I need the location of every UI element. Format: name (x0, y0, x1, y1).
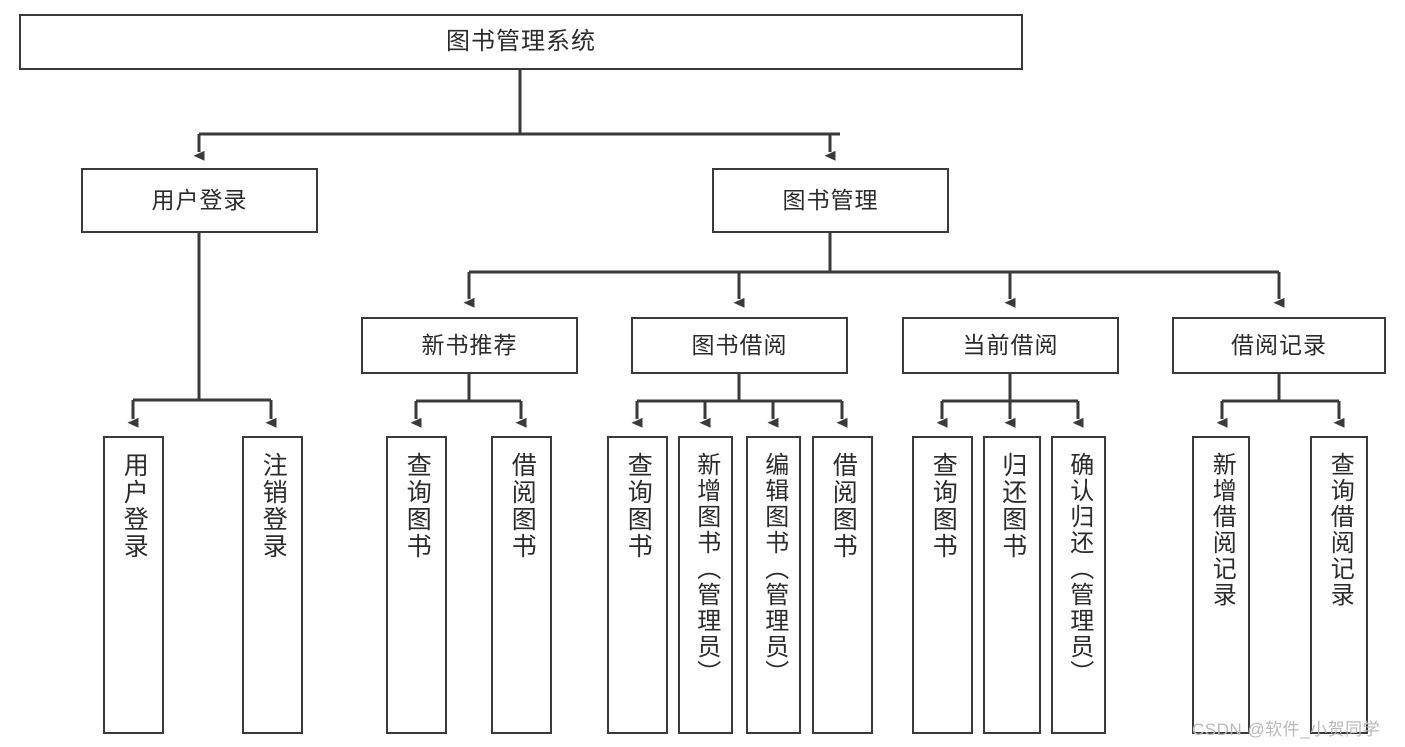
leaf-confirm-return[interactable]: 确认归还（管理员） (1051, 436, 1106, 734)
node-label: 新书推荐 (421, 331, 518, 358)
node-label: 确认归还（管理员） (1065, 452, 1093, 686)
node-user-login[interactable]: 用户登录 (81, 168, 318, 233)
node-label: 查询借阅记录 (1326, 452, 1354, 608)
node-label: 借阅图书 (508, 452, 537, 560)
node-label: 用户登录 (120, 452, 149, 560)
node-label: 用户登录 (151, 186, 248, 213)
node-label: 当前借阅 (962, 331, 1059, 358)
node-label: 注销登录 (259, 452, 288, 560)
node-label: 借阅图书 (829, 452, 858, 560)
leaf-borrow-book-borrow[interactable]: 借阅图书 (812, 436, 873, 734)
node-label: 借阅记录 (1231, 331, 1327, 358)
node-label: 查询图书 (624, 452, 653, 560)
node-book-manage[interactable]: 图书管理 (712, 168, 949, 233)
leaf-edit-book[interactable]: 编辑图书（管理员） (746, 436, 801, 734)
node-label: 图书管理 (782, 186, 879, 213)
node-label: 查询图书 (403, 452, 432, 560)
leaf-query-borrow-record[interactable]: 查询借阅记录 (1310, 436, 1368, 734)
node-root-system[interactable]: 图书管理系统 (19, 14, 1023, 70)
node-book-borrow[interactable]: 图书借阅 (631, 317, 848, 374)
node-label: 图书借阅 (691, 331, 788, 358)
leaf-borrow-book-new-rec[interactable]: 借阅图书 (491, 436, 552, 734)
watermark-credit: CSDN @软件_小贺同学 (1192, 720, 1381, 739)
leaf-add-borrow-record[interactable]: 新增借阅记录 (1192, 436, 1250, 734)
leaf-query-book-borrow[interactable]: 查询图书 (607, 436, 668, 734)
leaf-query-book-new-rec[interactable]: 查询图书 (386, 436, 447, 734)
leaf-return-book[interactable]: 归还图书 (983, 436, 1041, 734)
leaf-query-book-current[interactable]: 查询图书 (912, 436, 973, 734)
leaf-user-login[interactable]: 用户登录 (103, 436, 164, 734)
node-label: 查询图书 (929, 452, 958, 560)
leaf-logout-login[interactable]: 注销登录 (242, 436, 303, 734)
node-new-book-rec[interactable]: 新书推荐 (361, 317, 578, 374)
node-current-borrow[interactable]: 当前借阅 (902, 317, 1119, 374)
node-label: 编辑图书（管理员） (760, 452, 788, 686)
leaf-add-book[interactable]: 新增图书（管理员） (678, 436, 733, 734)
node-label: 新增借阅记录 (1208, 452, 1236, 608)
node-label: 图书管理系统 (446, 27, 596, 55)
node-borrow-record[interactable]: 借阅记录 (1172, 317, 1386, 374)
node-label: 新增图书（管理员） (692, 452, 720, 686)
node-label: 归还图书 (998, 452, 1027, 560)
